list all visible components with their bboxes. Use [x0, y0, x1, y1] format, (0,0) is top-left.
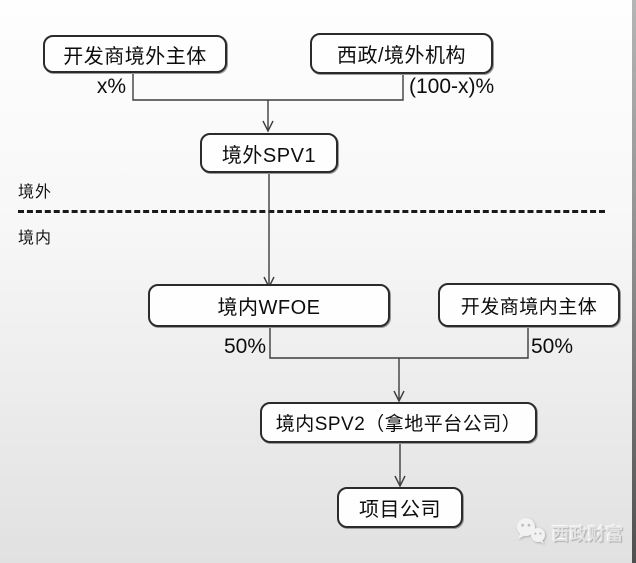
node-developer-onshore-entity: 开发商境内主体 — [438, 283, 620, 327]
node-label: 开发商境外主体 — [63, 45, 207, 68]
equity-label-x-percent: x% — [96, 75, 126, 98]
node-label: 开发商境内主体 — [460, 296, 598, 318]
node-onshore-wfoe: 境内WFOE — [148, 284, 390, 327]
equity-label-100-minus-x-percent: (100-x)% — [409, 75, 495, 98]
watermark: 西政财富 — [514, 516, 624, 548]
node-label: 项目公司 — [359, 499, 441, 521]
node-label: 境内WFOE — [217, 297, 321, 319]
equity-label-wfoe-50-percent: 50% — [223, 335, 266, 358]
node-project-company: 项目公司 — [337, 487, 463, 528]
node-label: 西政/境外机构 — [336, 45, 467, 67]
region-label-offshore: 境外 — [18, 184, 53, 201]
node-label: 境内SPV2（拿地平台公司） — [275, 414, 522, 435]
equity-label-onshore-50-percent: 50% — [531, 335, 574, 358]
watermark-text: 西政财富 — [552, 524, 624, 544]
slide-right-edge — [632, 0, 636, 563]
node-xizheng-offshore-institution: 西政/境外机构 — [310, 33, 493, 74]
node-offshore-spv1: 境外SPV1 — [200, 133, 338, 173]
offshore-onshore-divider — [18, 210, 605, 213]
wechat-chat-bubbles-icon — [517, 518, 545, 544]
region-label-onshore: 境内 — [18, 230, 53, 247]
node-developer-offshore-entity: 开发商境外主体 — [43, 35, 227, 73]
node-label: 境外SPV1 — [221, 144, 317, 167]
node-onshore-spv2-land-platform: 境内SPV2（拿地平台公司） — [260, 402, 537, 443]
